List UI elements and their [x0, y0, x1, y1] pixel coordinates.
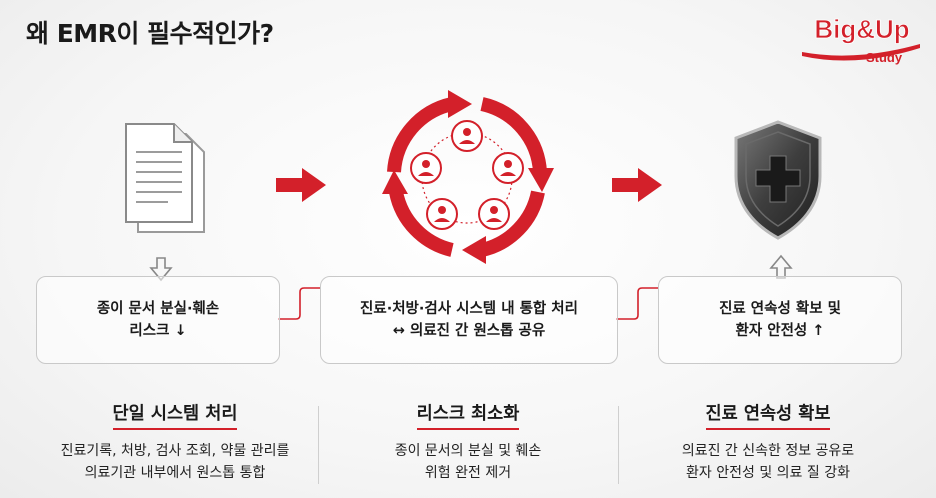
column-heading: 진료 연속성 확보: [705, 400, 831, 430]
card-mid-line2: ↔ 의료진 간 원스톱 공유: [392, 323, 546, 339]
column-text: 위험 완전 제거: [424, 465, 512, 481]
column-text: 의료진 간 신속한 정보 공유로: [681, 443, 855, 459]
column-text: 종이 문서의 분실 및 훼손: [394, 443, 542, 459]
arrow-down-outline-icon: [148, 256, 174, 286]
column-text: 의료기관 내부에서 원스톱 통합: [84, 465, 266, 481]
page-title: 왜 EMR이 필수적인가?: [26, 19, 274, 48]
documents-icon: [112, 118, 222, 238]
logo-graphic: Big&Up Study: [802, 14, 920, 65]
shield-cross-icon: [730, 118, 826, 242]
logo-line2: Study: [866, 50, 903, 65]
column-single-system: 단일 시스템 처리 진료기록, 처방, 검사 조회, 약물 관리를 의료기관 내…: [25, 400, 325, 484]
card-left-line1: 종이 문서 분실·훼손: [96, 301, 220, 317]
divider: [618, 406, 619, 484]
arrow-right-icon: [276, 168, 326, 206]
column-text: 환자 안전성 및 의료 질 강화: [686, 465, 850, 481]
logo-line1: Big&Up: [814, 14, 909, 44]
column-heading: 리스크 최소화: [416, 400, 520, 430]
column-heading: 단일 시스템 처리: [112, 400, 238, 430]
card-integrated-system: 진료·처방·검사 시스템 내 통합 처리 ↔ 의료진 간 원스톱 공유: [320, 276, 618, 364]
brand-logo: Big&Up Study: [796, 8, 926, 70]
card-right-line1: 진료 연속성 확보 및: [719, 301, 841, 317]
staff-cycle-icon: [362, 84, 572, 274]
card-continuity: 진료 연속성 확보 및 환자 안전성 ↑: [658, 276, 902, 364]
logo-swoosh: [802, 44, 920, 61]
column-risk-minimize: 리스크 최소화 종이 문서의 분실 및 훼손 위험 완전 제거: [318, 400, 618, 484]
card-left-line2: 리스크 ↓: [129, 323, 187, 339]
arrow-right-icon: [612, 168, 662, 206]
divider: [318, 406, 319, 484]
column-continuity: 진료 연속성 확보 의료진 간 신속한 정보 공유로 환자 안전성 및 의료 질…: [618, 400, 918, 484]
card-mid-line1: 진료·처방·검사 시스템 내 통합 처리: [360, 301, 578, 317]
card-paper-risk: 종이 문서 분실·훼손 리스크 ↓: [36, 276, 280, 364]
column-text: 진료기록, 처방, 검사 조회, 약물 관리를: [60, 443, 290, 459]
card-right-line2: 환자 안전성 ↑: [735, 323, 825, 339]
